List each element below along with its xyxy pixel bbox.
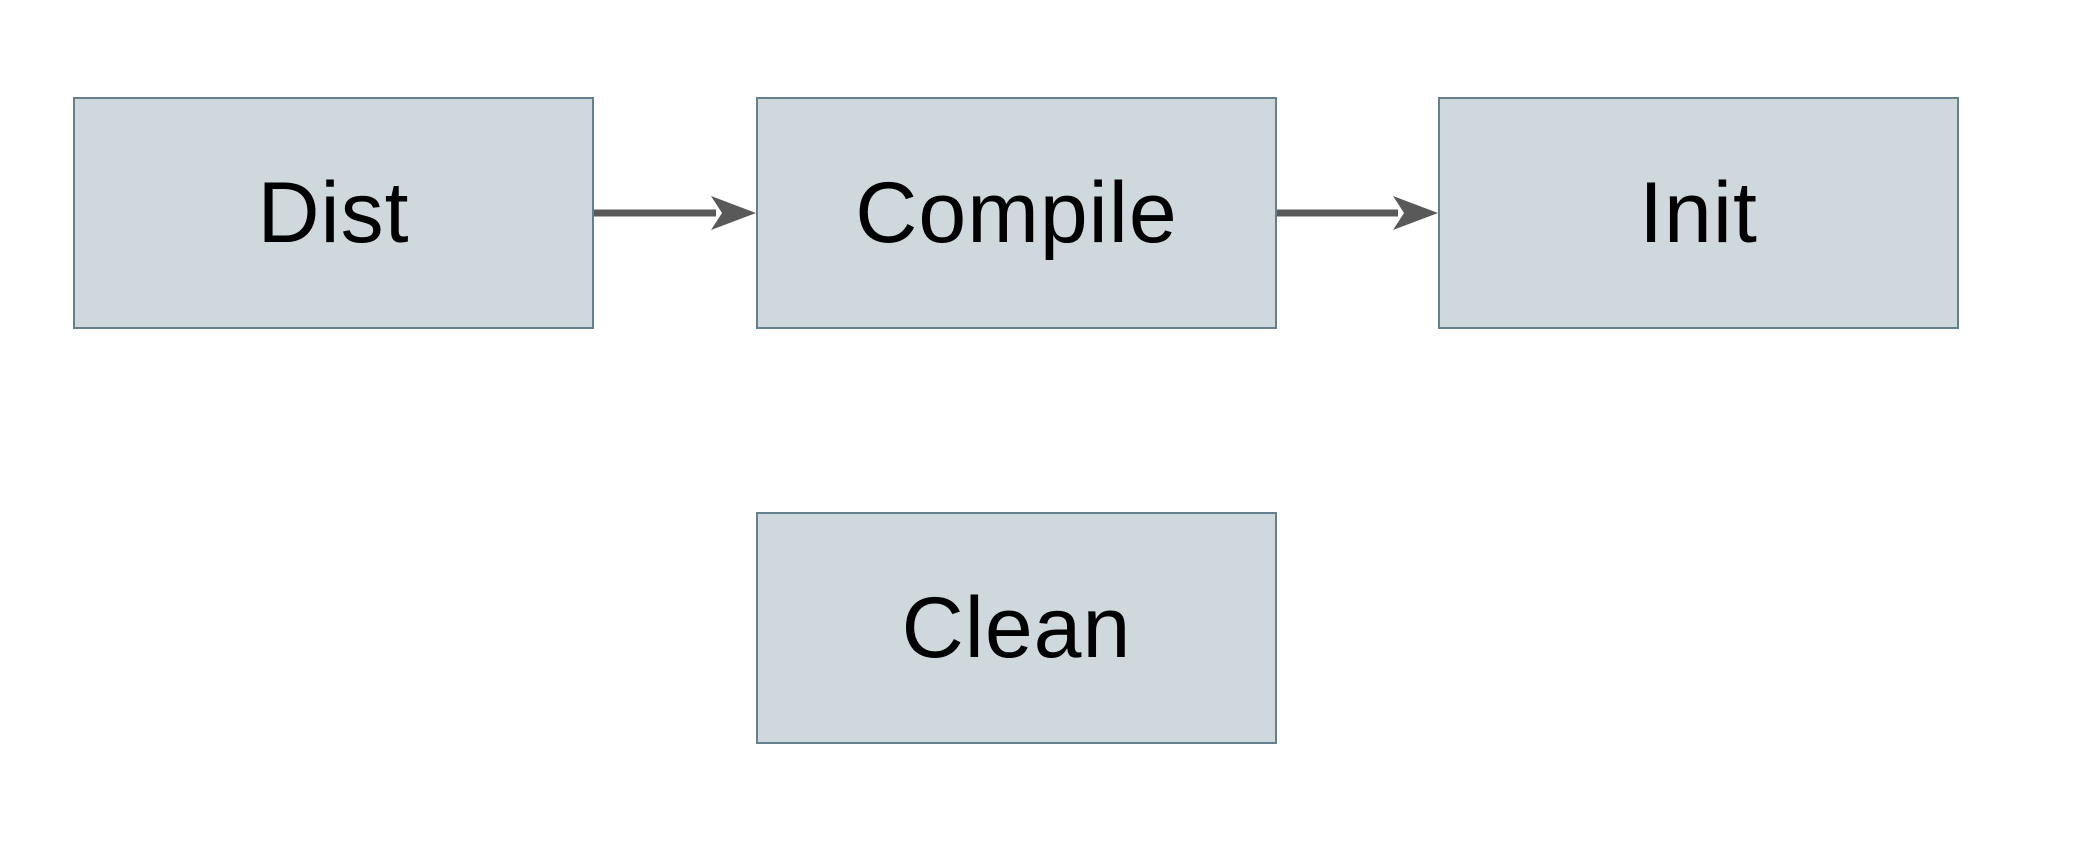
arrow-dist-to-compile-icon bbox=[594, 196, 756, 230]
arrow-compile-to-init-icon bbox=[1277, 196, 1438, 230]
node-dist-label: Dist bbox=[257, 165, 410, 261]
node-compile[interactable]: Compile bbox=[756, 97, 1277, 329]
node-init[interactable]: Init bbox=[1438, 97, 1959, 329]
node-clean-label: Clean bbox=[901, 580, 1132, 676]
node-init-label: Init bbox=[1639, 165, 1758, 261]
node-dist[interactable]: Dist bbox=[73, 97, 594, 329]
node-compile-label: Compile bbox=[855, 165, 1178, 261]
node-clean[interactable]: Clean bbox=[756, 512, 1277, 744]
